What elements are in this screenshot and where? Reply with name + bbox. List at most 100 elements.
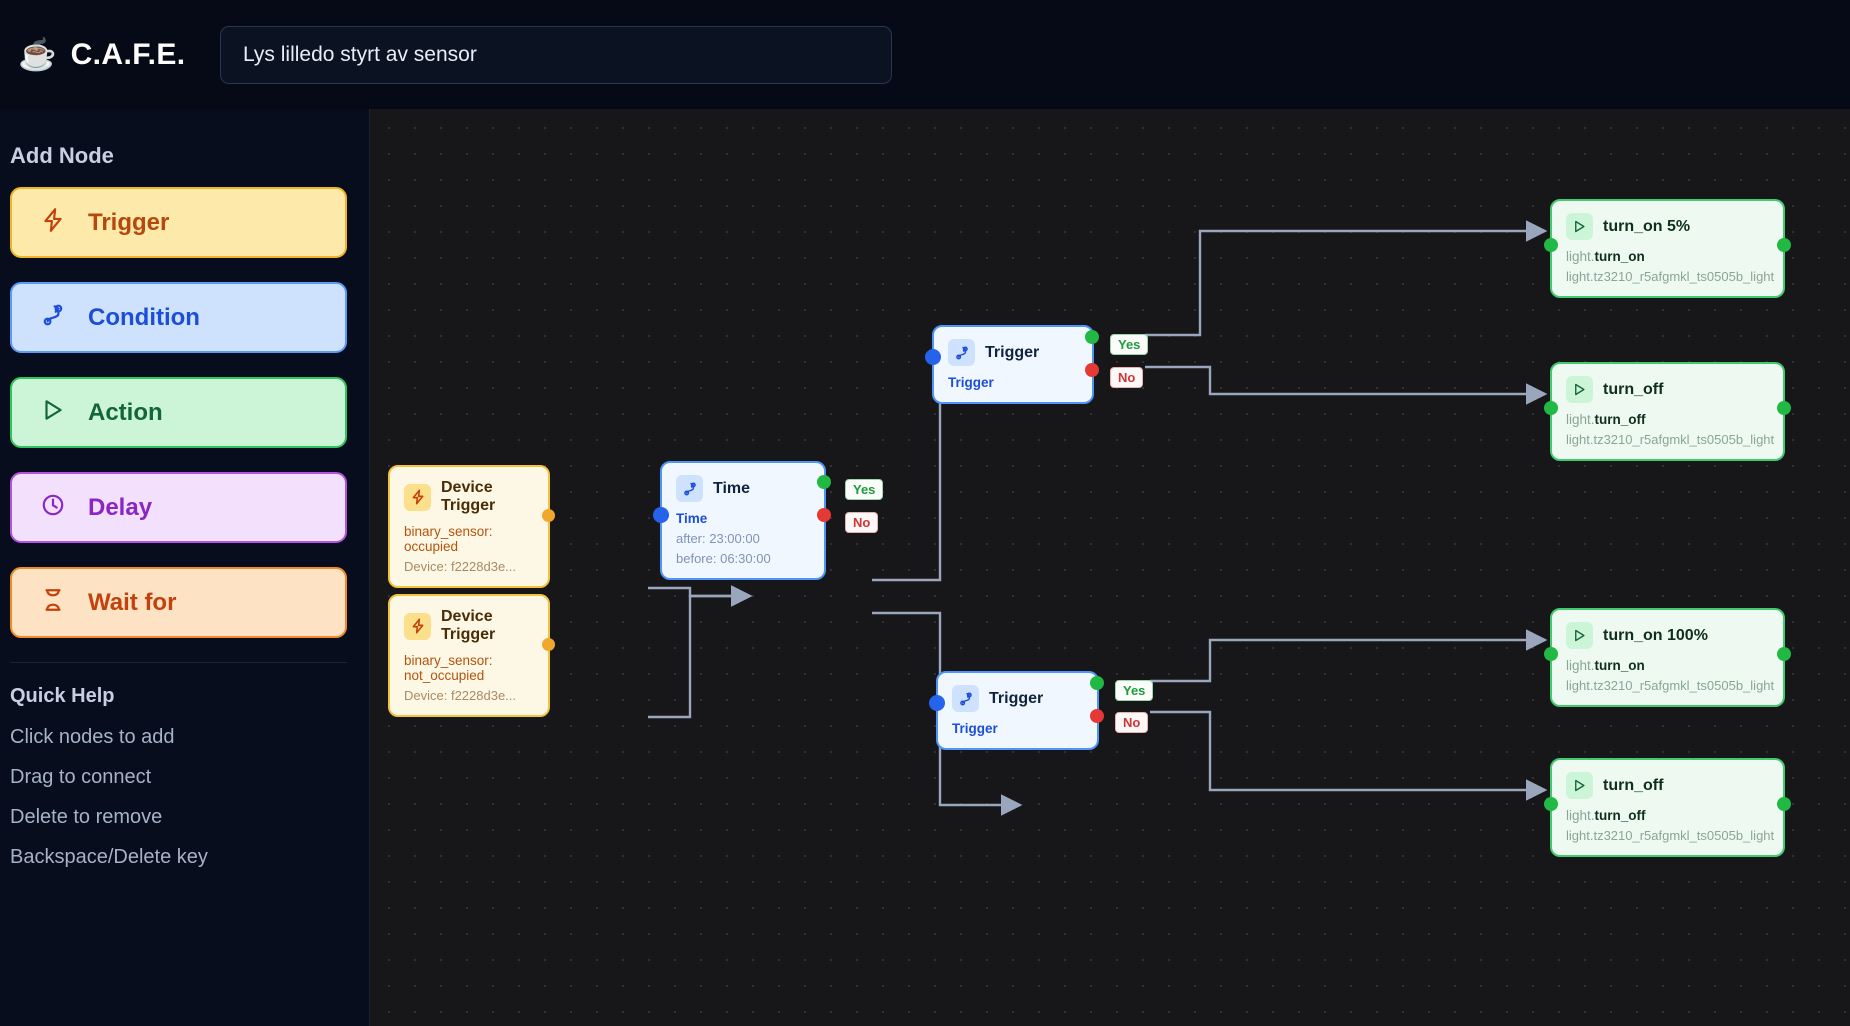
service-name: turn_off bbox=[1594, 412, 1646, 427]
add-node-button-wait-for[interactable]: Wait for bbox=[10, 567, 347, 638]
node-title: turn_off bbox=[1603, 380, 1664, 398]
node-header: turn_off bbox=[1566, 376, 1769, 403]
lightning-bolt-icon bbox=[40, 206, 66, 239]
node-action-turn-on-5[interactable]: turn_on 5% light.turn_on light.tz3210_r5… bbox=[1544, 199, 1791, 298]
add-node-label-condition: Condition bbox=[88, 303, 200, 331]
node-title: Trigger bbox=[989, 689, 1044, 707]
output-port-yes[interactable] bbox=[817, 475, 831, 489]
edge-trigger-top-no-to-turn-off bbox=[1145, 365, 1548, 405]
quick-help-heading: Quick Help bbox=[10, 685, 115, 707]
node-device-trigger-not-occupied[interactable]: Device Trigger binary_sensor: not_occupi… bbox=[388, 594, 555, 717]
quick-help-item: Backspace/Delete key bbox=[10, 846, 208, 868]
output-port[interactable] bbox=[1777, 647, 1791, 661]
node-time-before: before: 06:30:00 bbox=[676, 551, 771, 566]
add-node-label-trigger: Trigger bbox=[88, 208, 170, 236]
node-entity-id: light.tz3210_r5afgmkl_ts0505b_light bbox=[1566, 269, 1775, 284]
automation-name-input[interactable] bbox=[220, 25, 892, 84]
play-triangle-icon bbox=[40, 396, 66, 429]
node-header: Device Trigger bbox=[404, 479, 534, 515]
service-domain: light. bbox=[1566, 249, 1595, 264]
node-subtitle: Time bbox=[676, 511, 708, 526]
branch-icon bbox=[952, 685, 979, 712]
lightning-bolt-icon bbox=[404, 612, 431, 640]
node-title: turn_on 100% bbox=[1603, 626, 1708, 644]
hourglass-icon bbox=[40, 586, 66, 619]
node-time-after: after: 23:00:00 bbox=[676, 531, 760, 546]
service-name: turn_off bbox=[1594, 808, 1646, 823]
service-domain: light. bbox=[1566, 658, 1595, 673]
add-node-heading: Add Node bbox=[10, 143, 114, 168]
edge-layer bbox=[648, 220, 1548, 816]
node-subtitle: Trigger bbox=[948, 375, 994, 390]
node-header: Trigger bbox=[952, 685, 1083, 712]
input-port[interactable] bbox=[929, 695, 945, 711]
node-title: turn_off bbox=[1603, 776, 1664, 794]
output-port[interactable] bbox=[542, 509, 555, 522]
output-port[interactable] bbox=[1777, 401, 1791, 415]
edge-not-occupied-to-time bbox=[648, 585, 753, 719]
output-port-no[interactable] bbox=[1090, 709, 1104, 723]
input-port[interactable] bbox=[653, 507, 669, 523]
app-header: ☕ C.A.F.E. bbox=[0, 0, 1850, 109]
node-condition-trigger-top[interactable]: Trigger Trigger bbox=[925, 325, 1099, 404]
node-service: light.turn_on bbox=[1566, 249, 1769, 264]
add-node-button-action[interactable]: Action bbox=[10, 377, 347, 448]
add-node-label-delay: Delay bbox=[88, 493, 153, 521]
node-title: Time bbox=[713, 479, 751, 497]
branch-icon bbox=[676, 475, 703, 502]
edge-trigger-bottom-no-to-turn-off bbox=[1150, 710, 1548, 801]
node-header: turn_on 100% bbox=[1566, 622, 1769, 649]
service-name: turn_on bbox=[1594, 249, 1645, 264]
input-port[interactable] bbox=[1544, 401, 1558, 415]
node-service: light.turn_off bbox=[1566, 412, 1769, 427]
output-port[interactable] bbox=[1777, 797, 1791, 811]
input-port[interactable] bbox=[1544, 647, 1558, 661]
play-triangle-icon bbox=[1566, 622, 1593, 649]
play-triangle-icon bbox=[1566, 213, 1593, 240]
node-header: turn_off bbox=[1566, 772, 1769, 799]
output-port-yes[interactable] bbox=[1090, 676, 1104, 690]
badge-yes: Yes bbox=[1115, 680, 1154, 701]
add-node-button-delay[interactable]: Delay bbox=[10, 472, 347, 543]
output-port-no[interactable] bbox=[817, 508, 831, 522]
play-triangle-icon bbox=[1566, 772, 1593, 799]
service-name: turn_on bbox=[1594, 658, 1645, 673]
input-port[interactable] bbox=[925, 349, 941, 365]
coffee-cup-icon: ☕ bbox=[18, 37, 57, 72]
add-node-label-action: Action bbox=[88, 398, 163, 426]
output-port[interactable] bbox=[1777, 238, 1791, 252]
node-device-id: Device: f2228d3e... bbox=[404, 559, 517, 574]
output-port[interactable] bbox=[542, 638, 555, 651]
input-port[interactable] bbox=[1544, 238, 1558, 252]
add-node-button-condition[interactable]: Condition bbox=[10, 282, 347, 353]
add-node-button-trigger[interactable]: Trigger bbox=[10, 187, 347, 258]
output-port-no[interactable] bbox=[1085, 363, 1099, 377]
input-port[interactable] bbox=[1544, 797, 1558, 811]
node-action-turn-off-bottom[interactable]: turn_off light.turn_off light.tz3210_r5a… bbox=[1544, 758, 1791, 857]
quick-help-item: Delete to remove bbox=[10, 806, 163, 828]
node-condition-trigger-bottom[interactable]: Trigger Trigger bbox=[929, 671, 1104, 750]
edge-trigger-bottom-yes-to-turn-on-100 bbox=[1150, 629, 1548, 683]
lightning-bolt-icon bbox=[404, 483, 431, 511]
badge-yes: Yes bbox=[1110, 334, 1149, 355]
node-header: Device Trigger bbox=[404, 608, 534, 644]
play-triangle-icon bbox=[1566, 376, 1593, 403]
branch-icon bbox=[40, 301, 66, 334]
edge-trigger-top-yes-to-turn-on-5 bbox=[1145, 220, 1548, 337]
add-node-label-wait-for: Wait for bbox=[88, 588, 177, 616]
node-entity-id: light.tz3210_r5afgmkl_ts0505b_light bbox=[1566, 828, 1775, 843]
node-action-turn-off-top[interactable]: turn_off light.turn_off light.tz3210_r5a… bbox=[1544, 362, 1791, 461]
sidebar-divider bbox=[10, 662, 347, 663]
output-port-yes[interactable] bbox=[1085, 330, 1099, 344]
service-domain: light. bbox=[1566, 412, 1595, 427]
node-device-trigger-occupied[interactable]: Device Trigger binary_sensor: occupied D… bbox=[388, 465, 555, 588]
quick-help-item: Drag to connect bbox=[10, 766, 152, 788]
flow-canvas[interactable]: Device Trigger binary_sensor: occupied D… bbox=[370, 109, 1850, 1026]
badge-no: No bbox=[1110, 367, 1144, 388]
node-service: light.turn_off bbox=[1566, 808, 1769, 823]
node-subtitle: Trigger bbox=[952, 721, 998, 736]
node-condition-time[interactable]: Time Time after: 23:00:00 before: 06:30:… bbox=[653, 461, 831, 580]
node-action-turn-on-100[interactable]: turn_on 100% light.turn_on light.tz3210_… bbox=[1544, 608, 1791, 707]
quick-help-item: Click nodes to add bbox=[10, 726, 175, 748]
